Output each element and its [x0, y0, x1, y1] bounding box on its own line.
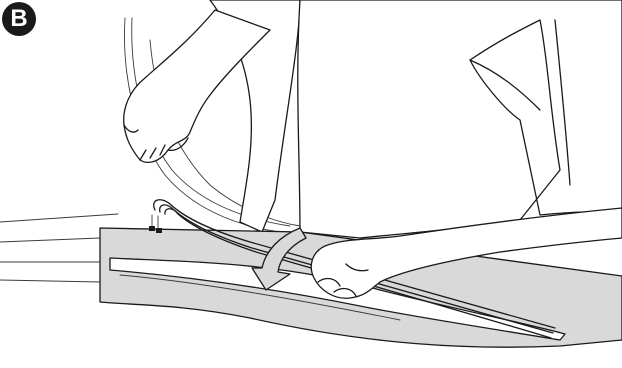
person-torso	[210, 0, 622, 238]
step-badge: B	[2, 2, 36, 36]
